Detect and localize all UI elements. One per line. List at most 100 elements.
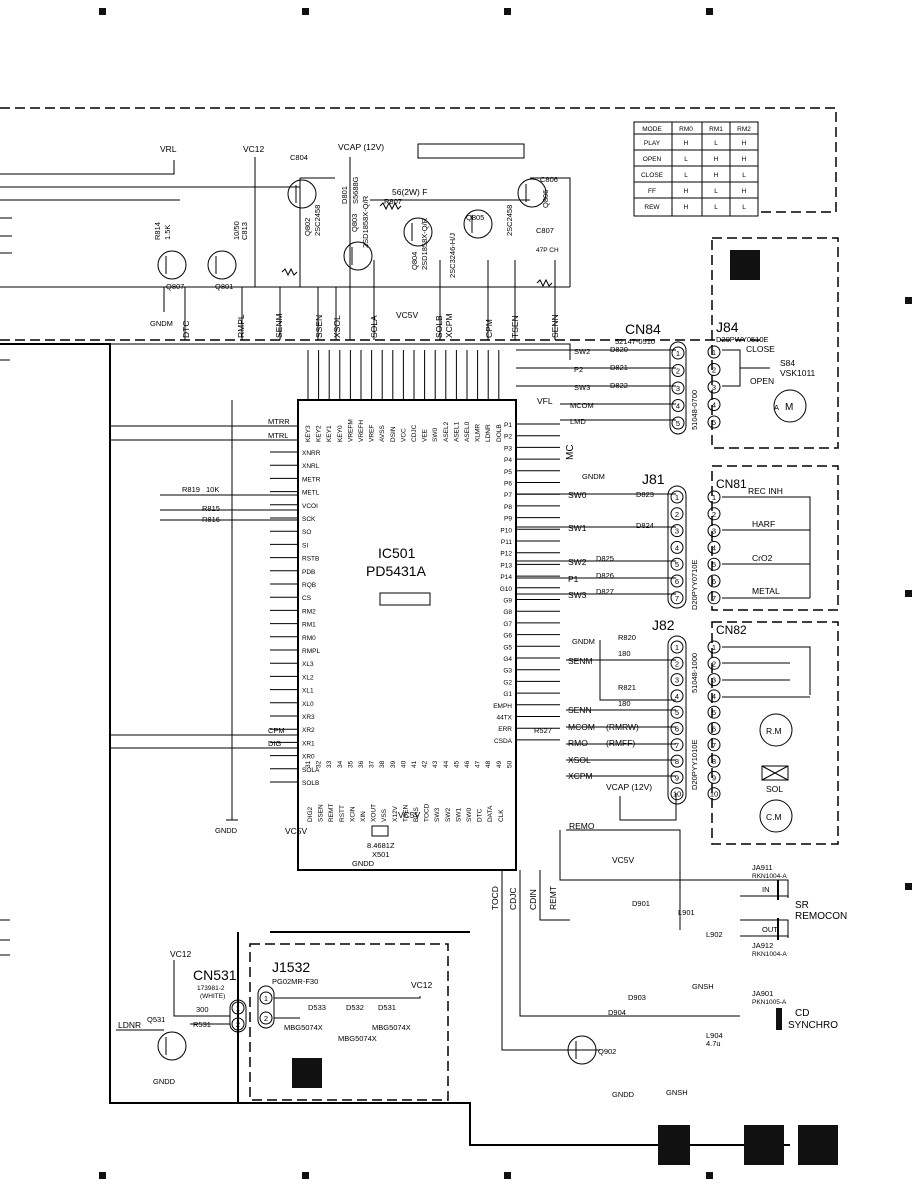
ic-pin-label: G9 [503,598,512,605]
ic-pin-number: 36 [358,760,365,768]
ic-pin-label: ASEL1 [453,421,460,442]
connector-pin-number: 3 [712,383,716,392]
main-bus [0,343,790,1146]
svg-text:SENM: SENM [274,313,284,338]
mode-table-cell: H [742,156,747,163]
ic-pin-label: METL [302,490,320,497]
vrl-label: VRL [160,144,177,154]
ic-pin-label: P5 [504,469,512,476]
mode-table-cell: H [742,140,747,147]
svg-text:C.M: C.M [766,812,782,822]
ic501-left-pins: XNRRXNRLMETRMETLVCOISCKSOSIRSTBPDBRQBCSR… [270,450,321,787]
svg-text:X501: X501 [372,850,390,859]
ic-pin-number: 37 [369,760,376,768]
transistor-q902: Q902 [567,1035,616,1065]
connector-pin [670,557,684,571]
ic-pin-label: G2 [503,679,512,686]
svg-text:SSEN: SSEN [314,315,324,338]
mode-table-cell: H [684,204,689,211]
cn84-ref: CN84 [625,321,661,337]
ic-pin-label: SW3 [434,808,441,822]
connector-pin-number: 1 [676,349,680,358]
svg-text:R527: R527 [534,726,552,735]
ic-pin-label: X12V [392,805,399,822]
connector-pin [707,557,721,571]
connector-pin [707,722,721,735]
ic-pin-label: RM2 [302,608,316,615]
vc12-label-2: VC12 [170,949,192,959]
gndm-label-3: GNDM [572,637,595,646]
connector-pin-number: 3 [675,676,679,685]
connector-pin [670,738,684,752]
ic-pin-label: SW2 [445,808,452,822]
ic-pin-label: VREFH [358,420,365,442]
label-box [417,143,525,159]
svg-text:300: 300 [196,1005,209,1014]
svg-text:D903: D903 [628,993,646,1002]
svg-text:D531: D531 [378,1003,396,1012]
svg-text:JA911: JA911 [752,863,773,872]
svg-text:10/50: 10/50 [232,221,241,240]
mode-table-cell: H [714,156,719,163]
ic-pin-label: SW0 [432,428,439,442]
connector-pin [670,770,684,784]
ic-pin-label: G4 [503,656,512,663]
svg-text:D823: D823 [636,490,654,499]
ic-pin-label: ERR [498,726,512,733]
ic-pin-label: XR1 [302,740,315,747]
connector-pin-number: 1 [264,994,268,1003]
board-outline [0,107,837,341]
j82-ref: J82 [652,617,675,633]
ic-pin-number: 39 [390,760,397,768]
connector-pin-number: 6 [712,725,716,734]
ic-pin-number: 45 [453,760,460,768]
connector-pin [231,1001,245,1015]
connector-pin [707,540,721,554]
connector-pin [707,490,721,504]
svg-text:SENN: SENN [568,705,592,715]
connector-pin [259,1011,273,1025]
ic-pin-label: PDB [302,569,315,576]
svg-text:RMPL: RMPL [236,314,246,338]
gndd-label: GNDD [215,826,238,835]
svg-text:TOCD: TOCD [490,886,500,910]
connector-pin [259,991,273,1005]
svg-text:D824: D824 [636,521,654,530]
connector-pin-number: 3 [712,676,716,685]
ic-pin-label: XR3 [302,714,315,721]
ic-pin-label: CDJC [411,424,418,442]
ic-pin-label: SO [302,529,311,536]
ic501: IC501 PD5431A XNRRXNRLMETRMETLVCOISCKSOS… [270,350,560,871]
connector-pin-number: 5 [675,560,679,569]
vc12-label-3: VC12 [411,980,433,990]
ic-pin-label: RQB [302,582,316,589]
ic-pin-label: KEY2 [316,425,323,442]
ic-pin-label: XNRR [302,450,321,457]
connector-pin-number: 2 [675,510,679,519]
svg-text:(RMRW): (RMRW) [606,722,639,732]
ic-pin-number: 34 [337,760,344,768]
connector-pin [671,364,685,377]
svg-text:C813: C813 [240,222,249,240]
connector-pin-number: 3 [712,527,716,536]
svg-text:REC INH: REC INH [748,486,783,496]
connector-pin [670,591,684,605]
svg-text:SW3: SW3 [568,590,587,600]
transistor-q801: Q801 [207,250,237,291]
svg-text:C804: C804 [290,153,308,162]
ic-pin-label: P3 [504,445,512,452]
svg-text:Q806: Q806 [541,190,550,208]
ic-pin-label: XL0 [302,701,314,708]
connector-pin-number: 3 [675,527,679,536]
connector-pin [707,415,721,429]
ic-pin-label: RSTT [339,805,346,822]
svg-text:LDNR: LDNR [118,1020,141,1030]
ic-pin-label: SSEN [318,804,325,822]
connector-pin [670,524,684,538]
supply-labels: VRL VC12 VCAP (12V) VC5V VFL GNDM GNDM G… [150,142,714,1099]
svg-text:MTRL: MTRL [268,431,288,440]
connector-pin-number: 2 [236,1020,240,1029]
mode-table-cell: H [684,140,689,147]
connector-pin-number: 8 [712,757,716,766]
